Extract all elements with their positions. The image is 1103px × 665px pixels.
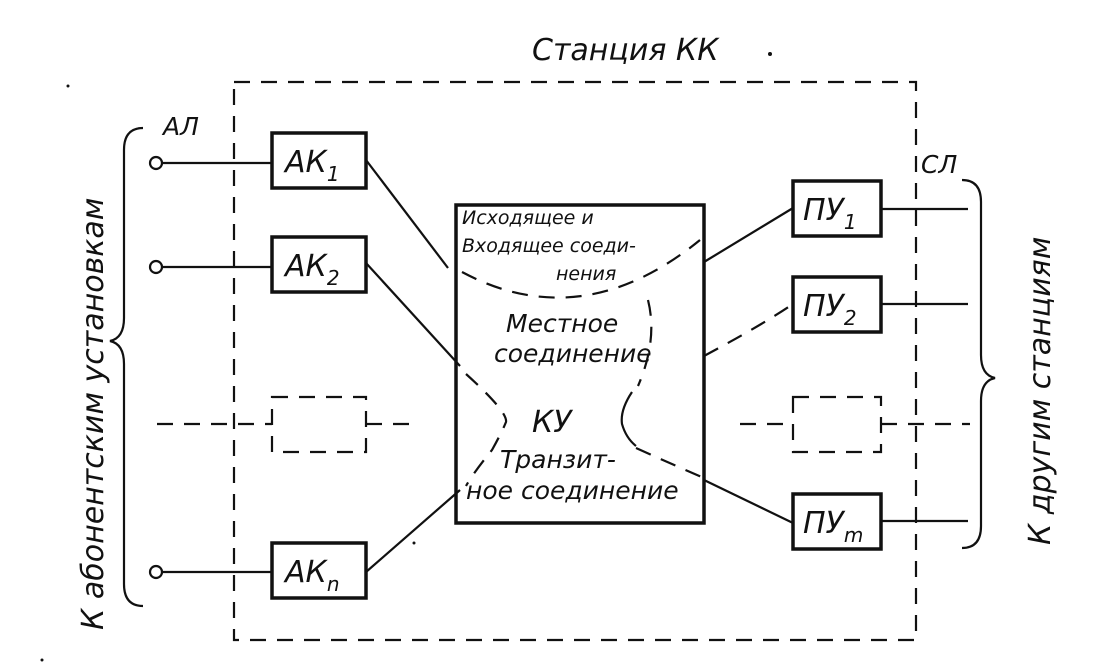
terminal-2	[148, 259, 164, 275]
placeholder-box-right	[791, 395, 883, 454]
transit-curve-right	[620, 391, 637, 447]
station-title: Станция КК	[532, 33, 720, 68]
svg-text:ПУ1: ПУ1	[803, 193, 857, 234]
local-connection-label: Местное соединение	[494, 309, 652, 368]
speck	[40, 658, 44, 662]
svg-text:Исходящее и: Исходящее и	[462, 207, 594, 229]
outgoing-incoming-boundary	[461, 239, 701, 299]
left-side-label: К абонентским установкам	[76, 198, 111, 630]
link-switch-pu1	[703, 207, 794, 263]
trunk-unit-2[interactable]: ПУ2	[791, 275, 883, 334]
link-ak1-switch	[365, 159, 449, 269]
svg-text:нения: нения	[556, 263, 616, 285]
title-dot	[768, 52, 772, 56]
svg-text:ное соединение: ное соединение	[466, 476, 679, 505]
left-brace	[109, 126, 144, 608]
terminal-1	[148, 155, 164, 171]
link-switch-pum	[703, 479, 794, 524]
svg-text:Входящее соеди-: Входящее соеди-	[462, 235, 636, 257]
svg-text:ПУ2: ПУ2	[803, 289, 857, 330]
transit-path-down	[635, 446, 705, 480]
subscriber-set-2[interactable]: АК2	[270, 235, 368, 294]
transit-path-up	[636, 299, 653, 387]
placeholder-box-left	[270, 395, 368, 454]
trunk-unit-1[interactable]: ПУ1	[791, 179, 883, 238]
local-path-left	[465, 373, 508, 487]
transit-connection-label: Транзит- ное соединение	[466, 445, 679, 505]
svg-text:Местное: Местное	[506, 309, 618, 338]
station-boundary	[232, 80, 918, 642]
link-switch-pu2-dashed	[703, 305, 791, 357]
switching-unit-label: КУ	[532, 405, 573, 440]
right-brace	[961, 178, 996, 550]
svg-text:соединение: соединение	[494, 339, 652, 368]
subscriber-set-n[interactable]: АКn	[270, 541, 368, 600]
link-akn-switch	[365, 489, 461, 573]
speck	[66, 84, 70, 88]
svg-text:АК2: АК2	[283, 249, 340, 290]
right-side-label: К другим станциям	[1023, 237, 1058, 545]
svg-text:АКn: АКn	[283, 555, 340, 596]
switching-unit-box[interactable]	[454, 203, 706, 525]
svg-text:АК1: АК1	[283, 145, 340, 186]
speck	[412, 541, 416, 545]
svg-text:ПУm: ПУm	[803, 506, 863, 547]
trunk-line-label: СЛ	[921, 150, 957, 179]
trunk-unit-m[interactable]: ПУm	[791, 492, 883, 551]
terminal-n	[148, 564, 164, 580]
subscriber-set-1[interactable]: АК1	[270, 131, 368, 190]
outgoing-incoming-label: Исходящее и Входящее соеди- нения	[462, 207, 636, 285]
svg-text:Транзит-: Транзит-	[500, 445, 616, 474]
link-ak2-switch	[365, 262, 461, 367]
subscriber-line-label: АЛ	[161, 112, 199, 141]
